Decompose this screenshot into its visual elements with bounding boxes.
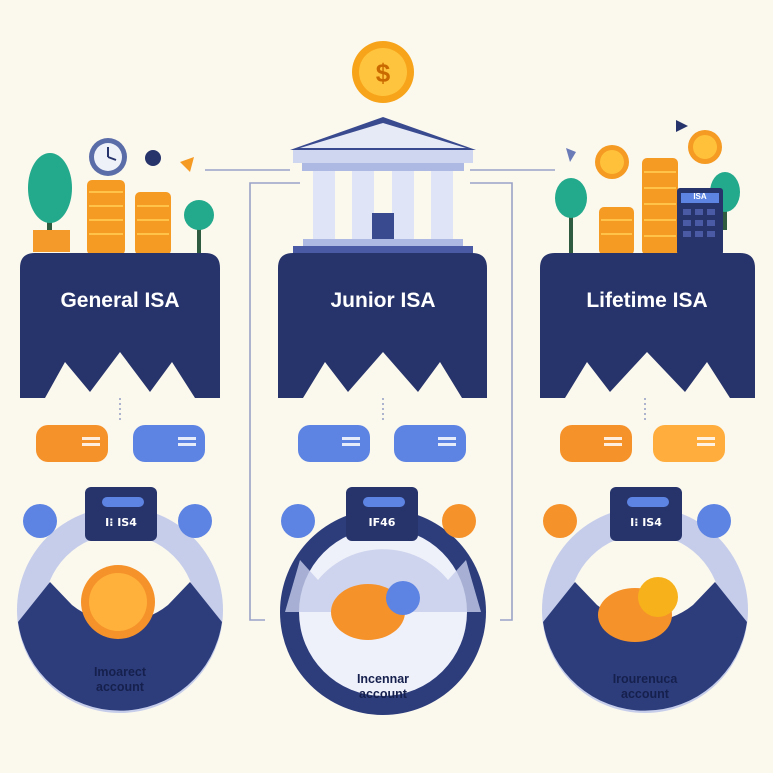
lifetime-isa-footer: Irourenuca account	[565, 672, 725, 702]
calculator-icon	[677, 188, 723, 255]
coin-stack-icon	[599, 158, 678, 255]
junior-isa-id-text: IF46	[368, 516, 396, 529]
connector-lines	[119, 169, 646, 621]
general-isa-id-text: I⁝ IS4	[105, 516, 137, 529]
general-isa-footer-line1: Imoarect	[93, 665, 147, 679]
junior-isa-footer-line1: Incennar	[356, 672, 410, 686]
id-boxes	[85, 487, 682, 541]
account-banners	[20, 253, 755, 398]
junior-isa-footer-line2: account	[359, 687, 407, 701]
general-isa-footer-line2: account	[96, 680, 144, 694]
lifetime-isa-title: Lifetime ISA	[586, 289, 708, 312]
clock-icon	[89, 138, 127, 176]
left-decor	[28, 138, 214, 255]
piggy-bank-icon	[331, 581, 420, 640]
coin-stack-icon	[87, 180, 171, 255]
tree-icon	[184, 200, 214, 255]
lifetime-isa-footer-line2: account	[621, 687, 669, 701]
piggy-bank-pound-icon	[598, 577, 678, 642]
calculator-label: ISA	[693, 192, 707, 201]
junior-isa-footer: Incennar account	[303, 672, 463, 702]
coin-icon	[81, 565, 155, 639]
top-coin-symbol: $	[375, 58, 391, 88]
lifetime-isa-id-text: I⁝ IS4	[630, 516, 662, 529]
top-dollar-coin-icon	[352, 41, 414, 103]
bank-building-icon	[290, 117, 476, 255]
tree-icon	[28, 153, 72, 252]
general-isa-title: General ISA	[60, 289, 180, 312]
general-isa-footer: Imoarect account	[40, 665, 200, 695]
junior-isa-title: Junior ISA	[330, 289, 436, 312]
chat-pills	[36, 425, 725, 462]
right-decor	[555, 120, 740, 255]
lifetime-isa-footer-line1: Irourenuca	[612, 672, 678, 686]
side-badges	[23, 504, 731, 538]
